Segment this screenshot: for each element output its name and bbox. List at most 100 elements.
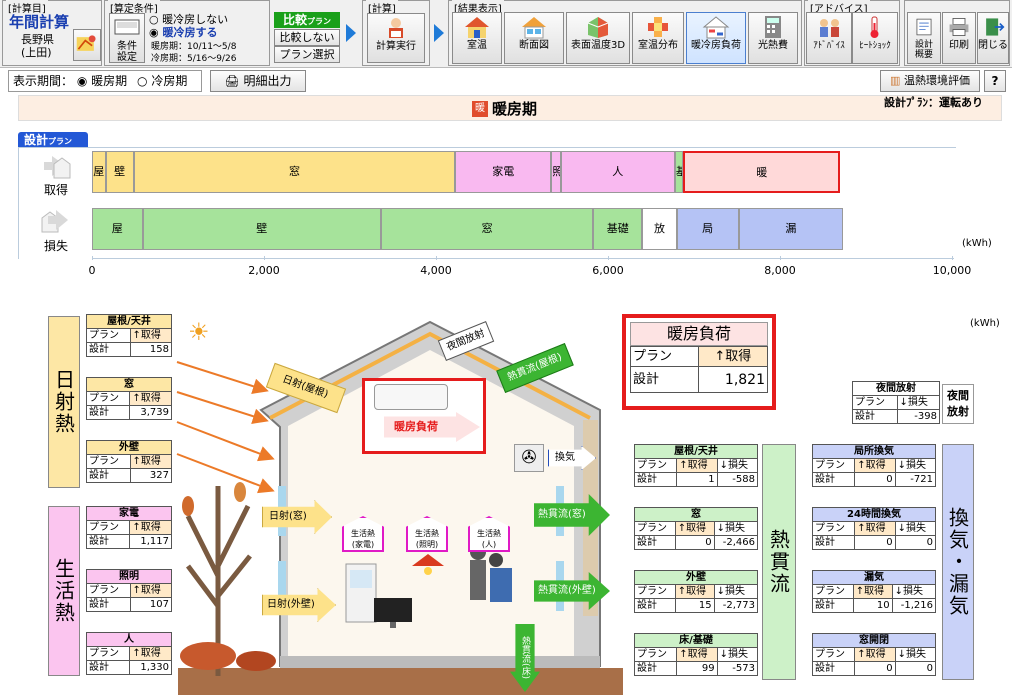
load-arrow: 暖房負荷: [384, 412, 480, 442]
period-selector: 表示期間： ◉ 暖房期 ○ 冷房期: [8, 70, 202, 92]
document-icon: [916, 18, 932, 36]
radio-no-ac[interactable]: ○ 暖冷房しない: [149, 11, 228, 27]
night-rad-table: 夜間放射 プラン↓損失 設計-398: [852, 381, 941, 424]
table-title: 外壁: [634, 570, 758, 585]
heatshock-button[interactable]: ﾋｰﾄｼｮｯｸ: [852, 12, 898, 64]
period-label: 表示期間：: [13, 74, 74, 88]
row-design: 設計: [86, 342, 131, 357]
col-gain: ↑取得: [129, 454, 172, 469]
solar-rays: [176, 361, 275, 494]
calc-run-button[interactable]: 計算実行: [367, 13, 425, 63]
heating-load-title: 暖房負荷: [630, 322, 768, 346]
col-loss: ↓損失: [894, 647, 937, 662]
design-plan-status: 設計ﾌﾟﾗﾝ：運転あり: [884, 96, 983, 109]
result-button-room-temp[interactable]: 室温: [452, 12, 502, 64]
tick-label: 8,000: [764, 264, 796, 277]
result-label: 室温: [467, 40, 487, 51]
axis-line: [92, 258, 954, 259]
gain-value: 158: [129, 342, 172, 357]
group-title: [計算目]: [6, 0, 48, 15]
advice-button[interactable]: ｱﾄﾞﾊﾞｲｽ: [806, 12, 852, 64]
design-summary-button[interactable]: 設計 概要: [907, 12, 941, 64]
bar-segment: 基礎: [674, 151, 684, 193]
col-gain: ↑取得: [674, 521, 715, 536]
tick-mark: [264, 256, 265, 260]
annual-calc-label: 年間計算: [9, 13, 70, 31]
radio-heating[interactable]: ◉ 暖房期: [77, 74, 127, 88]
compare-badge-sub: プラン: [307, 17, 331, 26]
col-gain: ↑取得: [676, 458, 718, 473]
table-title: 屋根/天井: [634, 444, 758, 459]
gain-value: 10: [852, 598, 893, 613]
advice-people-icon: [820, 19, 839, 37]
row-label-loss: 損失: [44, 239, 69, 253]
calc-target-group: [計算目] 年間計算 長野県 (上田): [2, 0, 102, 66]
heatshock-label: ﾋｰﾄｼｮｯｸ: [859, 41, 891, 51]
plan-tab[interactable]: 設計プラン: [18, 132, 88, 148]
table-title: 窓開閉: [812, 633, 936, 648]
row-design: 設計: [852, 409, 898, 424]
table-title: 24時間換気: [812, 507, 936, 522]
conditions-button[interactable]: 条件 設定: [109, 13, 145, 63]
radio-on-icon: ◉: [149, 26, 159, 39]
calc-group: [計算] 計算実行: [362, 0, 430, 66]
detail-output-button[interactable]: 🖨 明細出力: [210, 70, 306, 92]
row-design: 設計: [633, 472, 678, 487]
result-button-surface-3d[interactable]: 表面温度3D: [566, 12, 630, 64]
col-loss: ↓損失: [894, 458, 937, 473]
loss-value: -573: [716, 661, 759, 676]
print-button[interactable]: 印刷: [942, 12, 976, 64]
col-gain: ↑取得: [129, 646, 172, 661]
result-label: 室温分布: [638, 40, 678, 51]
advice-label: ｱﾄﾞﾊﾞｲｽ: [813, 41, 845, 51]
calc-run-label: 計算実行: [376, 41, 416, 52]
radio-ac[interactable]: ◉ 暖冷房する: [149, 24, 217, 40]
help-button[interactable]: ?: [984, 70, 1006, 92]
result-button-hvac-load[interactable]: 暖冷房負荷: [686, 12, 746, 64]
compare-no-button[interactable]: 比較しない: [274, 29, 340, 46]
col-gain: ↑取得: [852, 584, 893, 599]
flow-arrow-icon: [434, 24, 444, 42]
group-title: [算定条件]: [108, 0, 160, 15]
plan-select-button[interactable]: プラン選択: [274, 46, 340, 63]
result-button-temp-dist[interactable]: 室温分布: [632, 12, 684, 64]
thermal-label: 熱貫流: [762, 444, 796, 680]
col-loss: ↓損失: [896, 395, 941, 410]
radio-heating-label: 暖房期: [91, 74, 128, 88]
result-label: 断面図: [519, 40, 549, 51]
col-plan: プラン: [86, 328, 131, 343]
gain-value: 0: [854, 661, 896, 676]
row-design: 設計: [85, 405, 131, 420]
group-title: [結果表示]: [452, 0, 504, 15]
radio-no-ac-label: 暖冷房しない: [162, 13, 229, 26]
result-button-utility-cost[interactable]: 光熱費: [748, 12, 798, 64]
cooling-period: 冷房期：5/16～9/26: [151, 54, 237, 64]
row-design: 設計: [811, 535, 856, 550]
table-title: 窓: [86, 377, 172, 392]
bar-segment: 照明: [551, 151, 561, 193]
loss-value: -721: [894, 472, 937, 487]
gain-bar-row: 屋壁窓家電照明人基礎暖: [92, 151, 952, 193]
row-design: 設計: [633, 661, 678, 676]
flow-arrow-icon: [346, 24, 356, 42]
thermal-eval-label: 温熱環境評価: [903, 74, 970, 87]
thermal-eval-button[interactable]: ▥ 温熱環境評価: [880, 70, 980, 92]
result-button-section[interactable]: 断面図: [504, 12, 564, 64]
exit-door-icon: [986, 18, 1005, 36]
design-summary-label: 設計 概要: [914, 40, 933, 60]
close-button[interactable]: 閉じる: [977, 12, 1009, 64]
result-label: 表面温度3D: [570, 40, 626, 51]
loss-value: 0: [894, 661, 937, 676]
bar-segment: 屋: [92, 208, 143, 250]
diagram-unit: (kWh): [970, 318, 1000, 329]
col-gain: ↑取得: [129, 520, 172, 535]
region-button[interactable]: [73, 29, 101, 61]
row-design: 設計: [634, 535, 676, 550]
radio-cooling[interactable]: ○ 冷房期: [137, 74, 187, 88]
